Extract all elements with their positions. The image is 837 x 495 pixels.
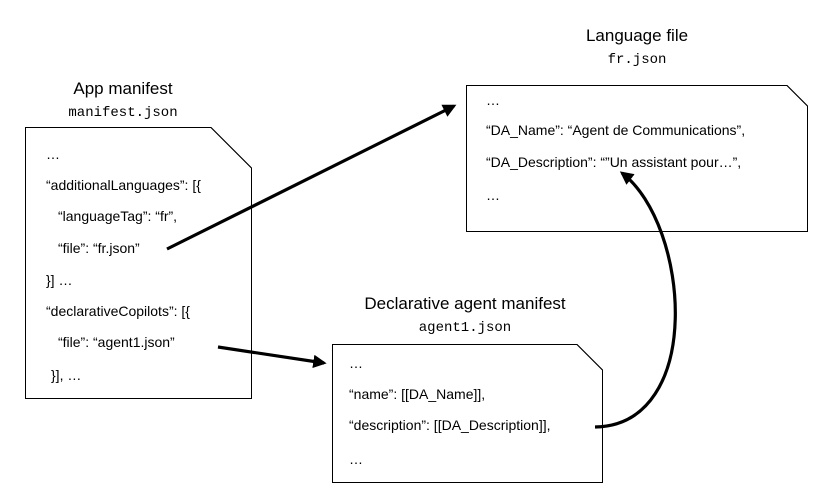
app-manifest-filename: manifest.json bbox=[68, 105, 178, 121]
language-file-line: “DA_Description”: “”Un assistant pour…”, bbox=[486, 154, 742, 170]
language-file-document: … “DA_Name”: “Agent de Communications”, … bbox=[466, 85, 808, 232]
app-manifest-line: “languageTag”: “fr”, bbox=[58, 208, 178, 224]
language-file-title: Language file bbox=[585, 26, 689, 45]
app-manifest-line: “file”: “fr.json” bbox=[58, 240, 140, 256]
app-manifest-document: … “additionalLanguages”: [{ “languageTag… bbox=[25, 127, 252, 399]
agent-manifest-title: Declarative agent manifest bbox=[364, 294, 566, 313]
app-manifest-line: “file”: “agent1.json” bbox=[58, 334, 175, 350]
app-manifest-outline bbox=[25, 127, 252, 399]
agent-manifest-line: … bbox=[349, 451, 363, 467]
language-file-line: … bbox=[486, 187, 500, 203]
language-file-line: “DA_Name”: “Agent de Communications”, bbox=[486, 122, 746, 138]
agent-manifest-filename: agent1.json bbox=[418, 320, 512, 336]
agent-manifest-line: “name”: [[DA_Name]], bbox=[349, 386, 486, 402]
app-manifest-line: “declarativeCopilots”: [{ bbox=[46, 303, 190, 319]
app-manifest-title: App manifest bbox=[73, 79, 173, 98]
app-manifest-line: }] … bbox=[46, 272, 73, 288]
agent-manifest-line: … bbox=[349, 355, 363, 371]
agent-manifest-line: “description”: [[DA_Description]], bbox=[349, 417, 551, 433]
app-manifest-line: “additionalLanguages”: [{ bbox=[46, 177, 201, 193]
language-file-line: … bbox=[486, 92, 500, 108]
app-manifest-line: … bbox=[46, 146, 60, 162]
agent-manifest-document: … “name”: [[DA_Name]], “description”: [[… bbox=[332, 344, 603, 483]
language-file-outline bbox=[466, 85, 808, 232]
agent-manifest-outline bbox=[332, 344, 603, 483]
language-file-filename: fr.json bbox=[607, 52, 667, 68]
app-manifest-line: }], … bbox=[51, 367, 82, 383]
